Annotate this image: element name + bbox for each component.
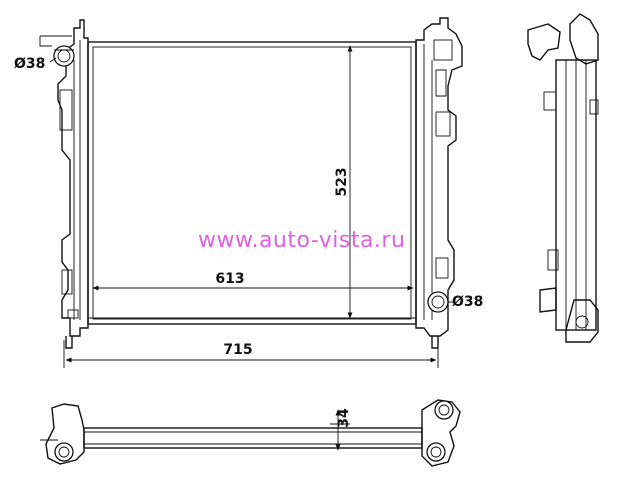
- inlet-diameter-label: Ø38: [14, 56, 45, 72]
- thickness-label: 34: [336, 408, 352, 428]
- side-view: [527, 13, 599, 343]
- core-width-label: 613: [215, 271, 244, 287]
- radiator-core: [87, 41, 417, 325]
- right-tank: [415, 17, 463, 337]
- inlet-pipe: [53, 45, 75, 67]
- overall-width-label: 715: [223, 342, 252, 358]
- outlet-pipe: [427, 291, 454, 313]
- core-height-label: 523: [334, 167, 350, 196]
- left-tank: [39, 19, 89, 337]
- outlet-diameter-label: Ø38: [452, 294, 483, 310]
- watermark-text: www.auto-vista.ru: [198, 228, 406, 253]
- front-view: 523 613 715 Ø38 Ø38: [14, 17, 483, 368]
- bottom-view: 34: [40, 399, 461, 467]
